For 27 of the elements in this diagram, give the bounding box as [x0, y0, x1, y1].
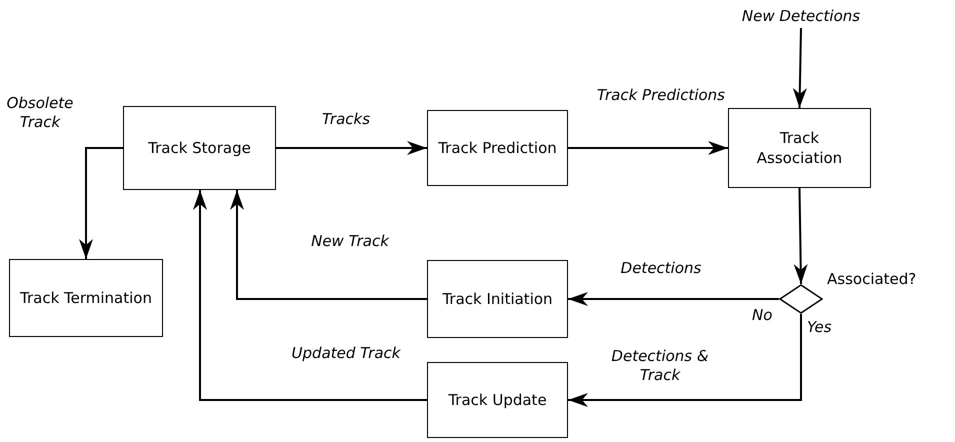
decision-diamond — [779, 284, 823, 314]
input-label: New Detections — [700, 4, 902, 28]
edge-label: Track Predictions — [596, 86, 726, 105]
decision-label: Associated? — [827, 269, 916, 290]
process-box: Track Storage — [123, 106, 276, 190]
edge-label: Detections — [620, 259, 702, 278]
process-box: Track Prediction — [427, 110, 568, 186]
edge-label: Updated Track — [290, 344, 402, 363]
arrow — [79, 147, 123, 259]
edge-label: Tracks — [320, 110, 372, 129]
arrow — [792, 28, 807, 108]
arrow — [568, 141, 728, 155]
process-box: Track Termination — [9, 259, 163, 337]
branch-label: Yes — [807, 317, 832, 338]
arrow — [794, 188, 808, 284]
arrow — [568, 292, 779, 306]
arrow — [193, 190, 427, 401]
arrow — [230, 190, 427, 300]
process-box: Track Association — [728, 108, 871, 188]
edge-label: New Track — [310, 232, 390, 251]
edge-label: Obsolete Track — [6, 94, 74, 132]
arrow — [568, 314, 802, 407]
process-box: Track Update — [427, 362, 568, 438]
process-box: Track Initiation — [427, 260, 568, 338]
arrow — [276, 141, 427, 155]
branch-label: No — [752, 305, 772, 326]
edge-label: Detections & Track — [610, 347, 710, 384]
